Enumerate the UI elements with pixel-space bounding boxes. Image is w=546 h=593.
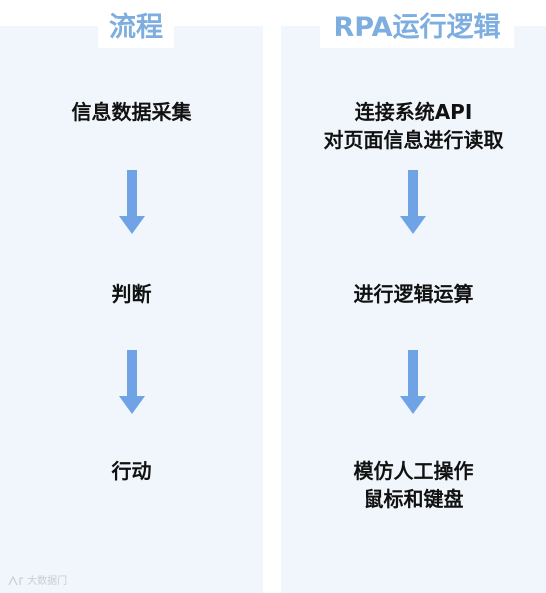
- watermark-logo-icon: [8, 575, 23, 586]
- step-line: 行动: [111, 459, 152, 483]
- left-step-judgment: 判断: [0, 280, 263, 308]
- arrow-down-icon: [400, 350, 426, 414]
- left-step-action: 行动: [0, 457, 263, 485]
- step-line: 进行逻辑运算: [353, 282, 474, 306]
- step-line: 信息数据采集: [71, 100, 192, 124]
- step-line: 模仿人工操作: [353, 459, 474, 483]
- step-line: 连接系统API: [354, 100, 473, 124]
- left-column-title: 流程: [98, 8, 174, 48]
- step-line: 对页面信息进行读取: [323, 128, 504, 152]
- right-column-panel: [281, 26, 546, 593]
- arrow-down-icon: [119, 170, 145, 234]
- watermark: 大数据门: [8, 572, 67, 587]
- right-column-title: RPA运行逻辑: [320, 8, 514, 48]
- left-column-panel: [0, 26, 263, 593]
- right-step-simulate-manual: 模仿人工操作 鼠标和键盘: [281, 457, 546, 513]
- step-line: 判断: [111, 282, 152, 306]
- step-line: 鼠标和键盘: [363, 487, 464, 511]
- right-step-read-system: 连接系统API 对页面信息进行读取: [281, 98, 546, 154]
- arrow-down-icon: [119, 350, 145, 414]
- arrow-down-icon: [400, 170, 426, 234]
- watermark-text: 大数据门: [27, 576, 68, 587]
- left-step-data-collection: 信息数据采集: [0, 98, 263, 126]
- right-step-logic-operation: 进行逻辑运算: [281, 280, 546, 308]
